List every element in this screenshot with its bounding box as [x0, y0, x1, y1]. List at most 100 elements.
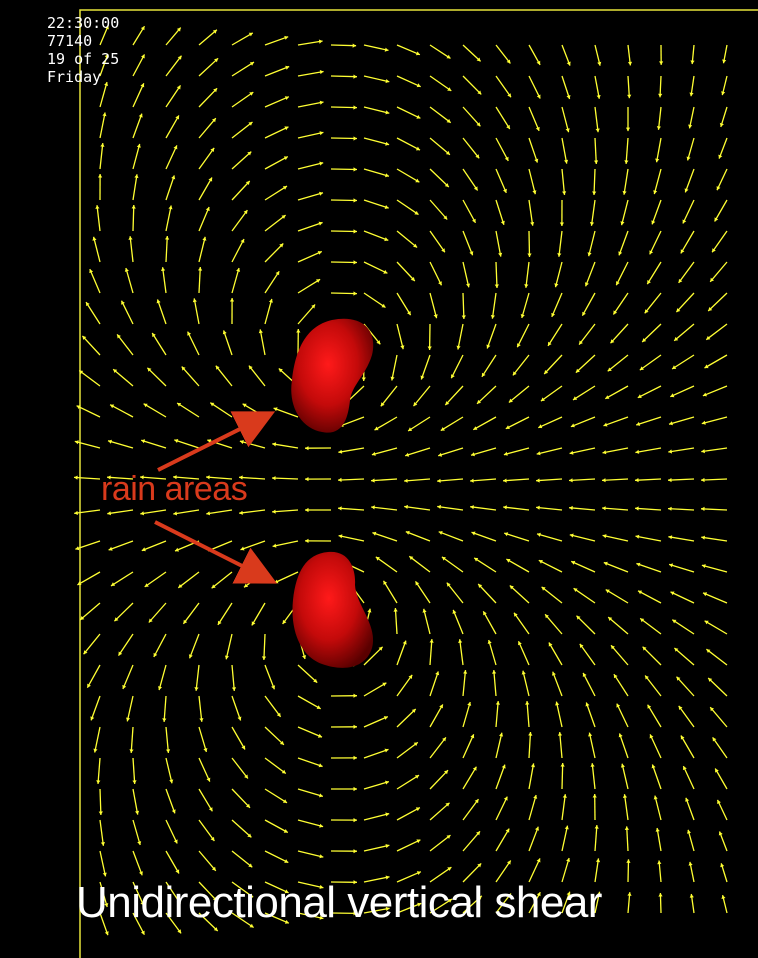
wind-vector-arrow	[634, 478, 662, 481]
wind-vector-arrowhead	[476, 831, 480, 836]
wind-vector-arrowhead	[174, 439, 179, 443]
wind-vector-arrow	[182, 602, 200, 625]
wind-vector-arrowhead	[682, 766, 687, 771]
wind-vector-arrow	[644, 292, 662, 314]
wind-vector-arrow	[429, 199, 448, 220]
wind-vector-arrowhead	[562, 794, 567, 798]
wind-vector-arrowhead	[283, 829, 288, 833]
wind-vector-arrowhead	[353, 724, 357, 729]
wind-vector-arrow	[473, 557, 497, 573]
wind-vector-arrow	[297, 881, 324, 889]
wind-vector-arrow	[297, 664, 318, 684]
wind-vector-arrow	[569, 507, 596, 511]
wind-vector-arrowhead	[506, 59, 511, 64]
wind-vector-arrowhead	[639, 366, 644, 371]
wind-vector-arrowhead	[566, 891, 571, 896]
wind-vector-arrowhead	[557, 732, 563, 736]
wind-vector-arrow	[552, 671, 563, 697]
wind-vector-arrow	[240, 540, 266, 551]
wind-vector-arrow	[462, 137, 480, 159]
wind-vector-arrowhead	[275, 271, 280, 276]
wind-vector-arrow	[264, 298, 273, 325]
wind-vector-arrowhead	[622, 794, 628, 798]
wind-vector-arrow	[176, 402, 200, 418]
wind-vector-arrowhead	[538, 424, 543, 429]
wind-vector-arrow	[488, 639, 497, 666]
wind-vector-arrowhead	[384, 237, 389, 242]
hud-time: 22:30:00	[47, 14, 120, 32]
wind-vector-arrow	[526, 701, 530, 728]
wind-vector-arrowhead	[311, 304, 316, 309]
wind-vector-arrowhead	[668, 449, 673, 454]
wind-vector-arrow	[363, 168, 390, 177]
wind-vector-arrow	[396, 137, 421, 151]
wind-vector-arrowhead	[444, 183, 449, 187]
wind-vector-arrowhead	[451, 374, 455, 379]
wind-vector-arrow	[165, 115, 180, 139]
wind-vector-arrow	[116, 334, 134, 356]
wind-vector-arrowhead	[213, 88, 218, 93]
wind-vector-arrowhead	[602, 478, 606, 483]
wind-vector-arrowhead	[135, 810, 140, 815]
wind-vector-arrowhead	[704, 364, 709, 369]
wind-vector-arrow	[264, 65, 290, 77]
wind-vector-arrowhead	[447, 867, 452, 871]
wind-vector-arrowhead	[503, 796, 508, 801]
wind-vector-arrow	[141, 439, 167, 449]
wind-vector-arrowhead	[503, 451, 508, 456]
wind-vector-arrow	[396, 871, 422, 883]
wind-vector-arrow	[505, 416, 530, 430]
wind-vector-arrow	[438, 447, 464, 457]
wind-vector-arrow	[653, 168, 662, 195]
wind-vector-arrowhead	[446, 835, 451, 839]
wind-vector-arrowhead	[205, 207, 210, 212]
wind-vector-arrow	[122, 664, 134, 690]
wind-vector-arrowhead	[371, 478, 375, 483]
wind-vector-arrow	[89, 268, 101, 294]
wind-vector-arrowhead	[715, 768, 719, 773]
wind-vector-arrow	[429, 44, 451, 59]
wind-vector-arrowhead	[530, 222, 535, 226]
wind-vector-arrow	[198, 236, 206, 263]
wind-vector-arrowhead	[554, 283, 559, 288]
wind-vector-arrow	[561, 857, 570, 883]
wind-vector-arrowhead	[668, 478, 672, 483]
wind-vector-arrow	[637, 385, 662, 399]
rain-area-lower	[292, 551, 374, 668]
wind-vector-arrow	[96, 205, 101, 232]
wind-vector-arrowhead	[536, 478, 540, 483]
wind-vector-arrowhead	[420, 375, 425, 380]
wind-vector-arrow	[470, 478, 497, 482]
wind-vector-arrow	[330, 292, 358, 295]
wind-vector-arrowhead	[319, 70, 324, 75]
wind-vector-arrow	[610, 323, 629, 344]
wind-vector-arrow	[394, 607, 398, 635]
wind-vector-arrow	[297, 101, 324, 108]
wind-vector-arrow	[132, 788, 139, 815]
wind-vector-arrow	[528, 230, 531, 258]
wind-vector-arrowhead	[477, 863, 482, 868]
wind-vector-arrow	[144, 571, 167, 588]
wind-vector-arrowhead	[243, 210, 248, 215]
wind-vector-arrowhead	[319, 131, 324, 136]
wind-vector-arrow	[641, 323, 662, 343]
wind-vector-arrow	[405, 530, 431, 542]
wind-vector-arrow	[132, 54, 146, 77]
wind-vector-arrowhead	[284, 889, 289, 894]
wind-vector-arrowhead	[595, 858, 601, 863]
wind-vector-arrowhead	[338, 534, 343, 539]
wind-vector-arrowhead	[353, 755, 357, 760]
wind-vector-arrow	[79, 602, 101, 621]
wind-vector-arrow	[297, 726, 323, 738]
wind-vector-arrowhead	[704, 620, 709, 625]
wind-vector-arrowhead	[353, 260, 357, 265]
wind-vector-arrow	[198, 757, 211, 782]
wind-vector-arrowhead	[494, 284, 499, 288]
wind-vector-arrow	[644, 675, 662, 697]
wind-vector-arrowhead	[248, 863, 253, 868]
wind-vector-arrowhead	[720, 863, 725, 868]
wind-vector-arrow	[536, 478, 563, 482]
wind-vector-arrow	[198, 819, 215, 842]
wind-vector-arrowhead	[415, 775, 419, 779]
wind-vector-arrowhead	[536, 94, 541, 99]
